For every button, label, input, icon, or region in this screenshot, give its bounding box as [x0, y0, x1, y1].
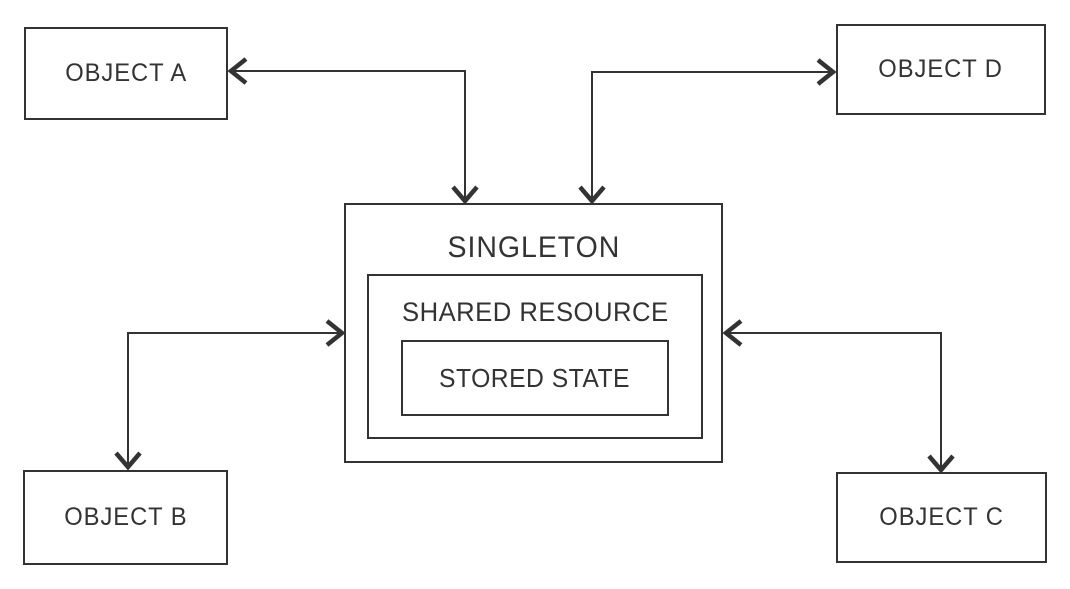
arrowhead-into-object-a-icon — [227, 57, 248, 85]
node-object-b: OBJECT B — [23, 470, 228, 565]
node-object-b-label: OBJECT B — [63, 503, 188, 531]
node-object-a: OBJECT A — [24, 27, 228, 120]
connector-objectb-singleton — [114, 319, 346, 471]
arrowhead-into-singleton-top-left-icon — [451, 185, 479, 205]
connector-singleton-objectd-line — [591, 71, 833, 201]
connector-objecta-singleton-line — [231, 70, 466, 201]
connector-objectc-singleton — [722, 319, 955, 474]
node-object-c: OBJECT C — [836, 472, 1047, 563]
arrowhead-into-singleton-right-icon — [722, 319, 743, 347]
node-singleton: SINGLETON SHARED RESOURCE STORED STATE — [344, 203, 723, 463]
connector-objecta-singleton — [227, 57, 479, 205]
arrowhead-into-object-b-icon — [114, 451, 142, 471]
node-object-a-label: OBJECT A — [64, 59, 187, 87]
connector-objectc-singleton-line — [726, 332, 942, 470]
node-object-d: OBJECT D — [836, 24, 1046, 115]
connector-objectb-singleton-line — [127, 332, 342, 467]
connector-singleton-objectd — [578, 58, 837, 205]
singleton-title: SINGLETON — [346, 205, 721, 276]
arrowhead-into-singleton-top-right-icon — [578, 185, 606, 205]
node-object-c-label: OBJECT C — [879, 503, 1004, 531]
arrowhead-into-singleton-left-icon — [325, 319, 346, 347]
singleton-title-label: SINGLETON — [447, 230, 620, 264]
stored-state-label: STORED STATE — [439, 362, 631, 393]
node-shared-resource: SHARED RESOURCE STORED STATE — [367, 274, 703, 439]
arrowhead-into-object-d-icon — [816, 58, 837, 86]
shared-resource-title: SHARED RESOURCE — [369, 276, 701, 340]
node-stored-state: STORED STATE — [401, 340, 669, 416]
node-object-d-label: OBJECT D — [878, 55, 1004, 83]
shared-resource-label: SHARED RESOURCE — [401, 296, 669, 327]
arrowhead-into-object-c-icon — [927, 454, 955, 474]
